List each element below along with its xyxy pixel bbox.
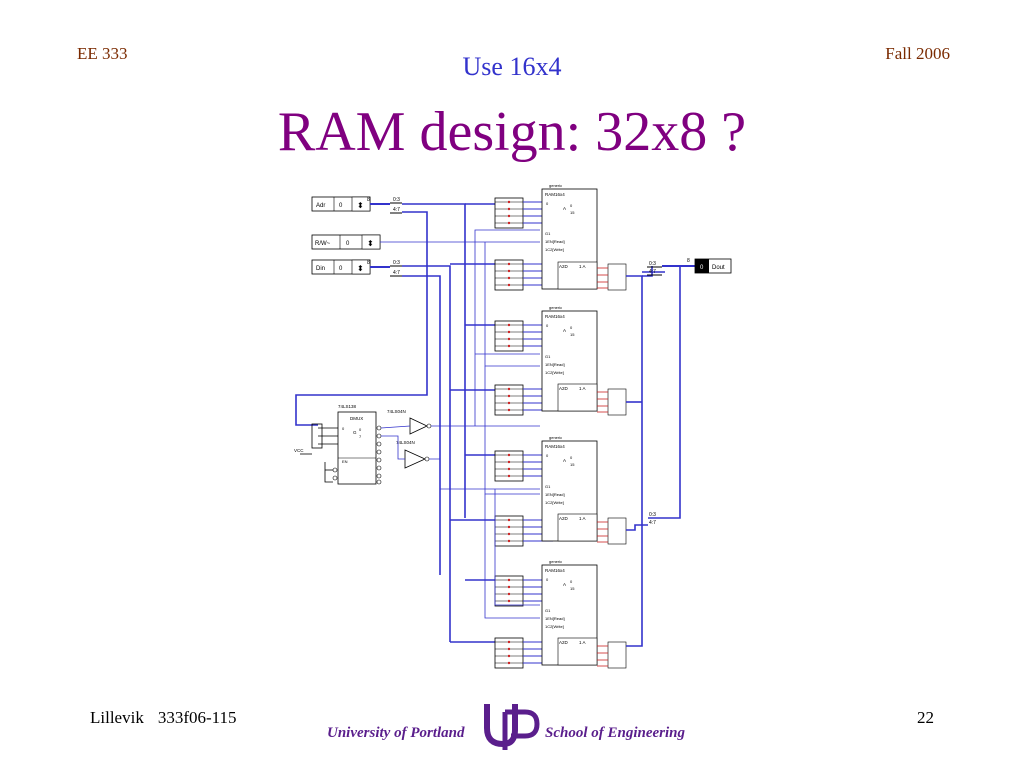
svg-text:0: 0 xyxy=(359,427,362,432)
svg-text:1C2[Write]: 1C2[Write] xyxy=(545,370,564,375)
term-label: Fall 2006 xyxy=(885,44,950,63)
footer-doc-id: 333f06-115 xyxy=(157,708,237,727)
svg-text:RAM16x4: RAM16x4 xyxy=(545,192,565,197)
adr-bus-width: 8 xyxy=(367,197,370,203)
mid-split-low: 0:3 xyxy=(649,512,656,518)
svg-text:⬍: ⬍ xyxy=(367,239,374,248)
svg-text:74LS04N: 74LS04N xyxy=(387,409,406,414)
svg-text:0: 0 xyxy=(570,325,573,330)
page-number: 22 xyxy=(917,708,934,727)
adr-value: 0 xyxy=(339,203,343,209)
din-value: 0 xyxy=(339,266,343,272)
svg-text:RAM16x4: RAM16x4 xyxy=(545,444,565,449)
svg-text:0: 0 xyxy=(546,201,549,206)
dout-bus-width: 8 xyxy=(687,258,690,264)
svg-text:G: G xyxy=(353,430,357,435)
svg-text:15: 15 xyxy=(570,586,575,591)
svg-text:G1: G1 xyxy=(545,608,551,613)
svg-text:EN: EN xyxy=(342,459,348,464)
svg-text:1C2[Write]: 1C2[Write] xyxy=(545,247,564,252)
svg-text:74LS138: 74LS138 xyxy=(338,404,357,409)
svg-text:A2D: A2D xyxy=(559,640,569,645)
svg-text:1 A: 1 A xyxy=(579,640,586,645)
inverter-1: 74LS04N xyxy=(387,409,432,435)
output-dout: 0 Dout xyxy=(694,258,732,274)
ram-block-2: generic RAM16x4 0 A 0 15 G1 1EN[Read] 1C… xyxy=(541,305,598,412)
svg-text:A2D: A2D xyxy=(559,386,569,391)
dout-label: Dout xyxy=(712,265,725,271)
din-label: Din xyxy=(316,266,325,272)
svg-text:0: 0 xyxy=(546,323,549,328)
svg-text:A2D: A2D xyxy=(559,264,569,269)
svg-text:generic: generic xyxy=(549,183,562,188)
svg-text:VCC: VCC xyxy=(294,448,304,453)
ram-schematic: Adr 0 ⬍ R/W~ 0 ⬍ Din 0 ⬍ 8 0:3 4:7 8 0:3… xyxy=(294,183,732,669)
svg-text:0: 0 xyxy=(546,577,549,582)
svg-text:G1: G1 xyxy=(545,231,551,236)
svg-text:1EN[Read]: 1EN[Read] xyxy=(545,492,565,497)
dout-split-low: 0:3 xyxy=(649,261,656,267)
course-label: EE 333 xyxy=(77,44,128,63)
svg-text:1EN[Read]: 1EN[Read] xyxy=(545,239,565,244)
footer-left: Lillevik 333f06-115 xyxy=(90,708,251,728)
svg-text:1 A: 1 A xyxy=(579,264,586,269)
decoder-74ls138: 74LS138 DMUX 0 G 0 7 EN VCC xyxy=(294,404,377,485)
svg-text:7: 7 xyxy=(359,434,362,439)
svg-text:⬍: ⬍ xyxy=(357,264,364,273)
svg-text:0: 0 xyxy=(342,426,345,431)
svg-text:RAM16x4: RAM16x4 xyxy=(545,314,565,319)
slide-subtitle: Use 16x4 xyxy=(462,52,562,81)
svg-text:A: A xyxy=(563,458,566,463)
school-name: School of Engineering xyxy=(545,725,686,741)
svg-text:1C2[Write]: 1C2[Write] xyxy=(545,624,564,629)
adr-label: Adr xyxy=(316,203,325,209)
svg-text:1EN[Read]: 1EN[Read] xyxy=(545,616,565,621)
svg-text:1EN[Read]: 1EN[Read] xyxy=(545,362,565,367)
svg-text:15: 15 xyxy=(570,462,575,467)
svg-text:A: A xyxy=(563,582,566,587)
ram-block-3: generic RAM16x4 0 A 0 15 G1 1EN[Read] 1C… xyxy=(541,435,598,542)
svg-text:generic: generic xyxy=(549,559,562,564)
svg-text:0: 0 xyxy=(570,455,573,460)
svg-text:A: A xyxy=(563,206,566,211)
adr-split-low: 0:3 xyxy=(393,197,400,203)
svg-text:1 A: 1 A xyxy=(579,516,586,521)
svg-text:A2D: A2D xyxy=(559,516,569,521)
svg-text:0: 0 xyxy=(570,579,573,584)
din-bus-width: 8 xyxy=(367,260,370,266)
svg-text:RAM16x4: RAM16x4 xyxy=(545,568,565,573)
svg-text:DMUX: DMUX xyxy=(350,416,363,421)
ram-block-1: generic RAM16x4 0 A 0 15 G1 1EN[Read] 1C… xyxy=(541,183,598,290)
input-rw: R/W~ 0 ⬍ xyxy=(311,234,381,250)
input-adr: Adr 0 ⬍ xyxy=(311,196,371,212)
up-logo-icon xyxy=(484,704,540,750)
svg-text:0: 0 xyxy=(546,453,549,458)
svg-text:G1: G1 xyxy=(545,354,551,359)
din-split-high: 4:7 xyxy=(393,270,400,276)
ram-block-4: generic RAM16x4 0 A 0 15 G1 1EN[Read] 1C… xyxy=(541,559,598,666)
svg-text:1 A: 1 A xyxy=(579,386,586,391)
svg-text:G1: G1 xyxy=(545,484,551,489)
svg-text:1C2[Write]: 1C2[Write] xyxy=(545,500,564,505)
adr-split-high: 4:7 xyxy=(393,207,400,213)
svg-text:74LS04N: 74LS04N xyxy=(396,440,415,445)
slide-title: RAM design: 32x8 ? xyxy=(277,101,747,163)
footer-author: Lillevik xyxy=(90,708,144,727)
svg-text:15: 15 xyxy=(570,332,575,337)
rw-value: 0 xyxy=(346,241,350,247)
university-name: University of Portland xyxy=(327,725,465,741)
dout-split-high: 4:7 xyxy=(649,269,656,275)
svg-text:A: A xyxy=(563,328,566,333)
svg-text:generic: generic xyxy=(549,435,562,440)
input-din: Din 0 ⬍ xyxy=(311,259,371,275)
inverter-2: 74LS04N xyxy=(396,440,430,469)
svg-text:0: 0 xyxy=(570,203,573,208)
svg-text:⬍: ⬍ xyxy=(357,201,364,210)
din-split-low: 0:3 xyxy=(393,260,400,266)
rw-label: R/W~ xyxy=(315,241,331,247)
svg-text:generic: generic xyxy=(549,305,562,310)
dout-value: 0 xyxy=(700,265,704,271)
mid-split-high: 4:7 xyxy=(649,520,656,526)
svg-text:15: 15 xyxy=(570,210,575,215)
